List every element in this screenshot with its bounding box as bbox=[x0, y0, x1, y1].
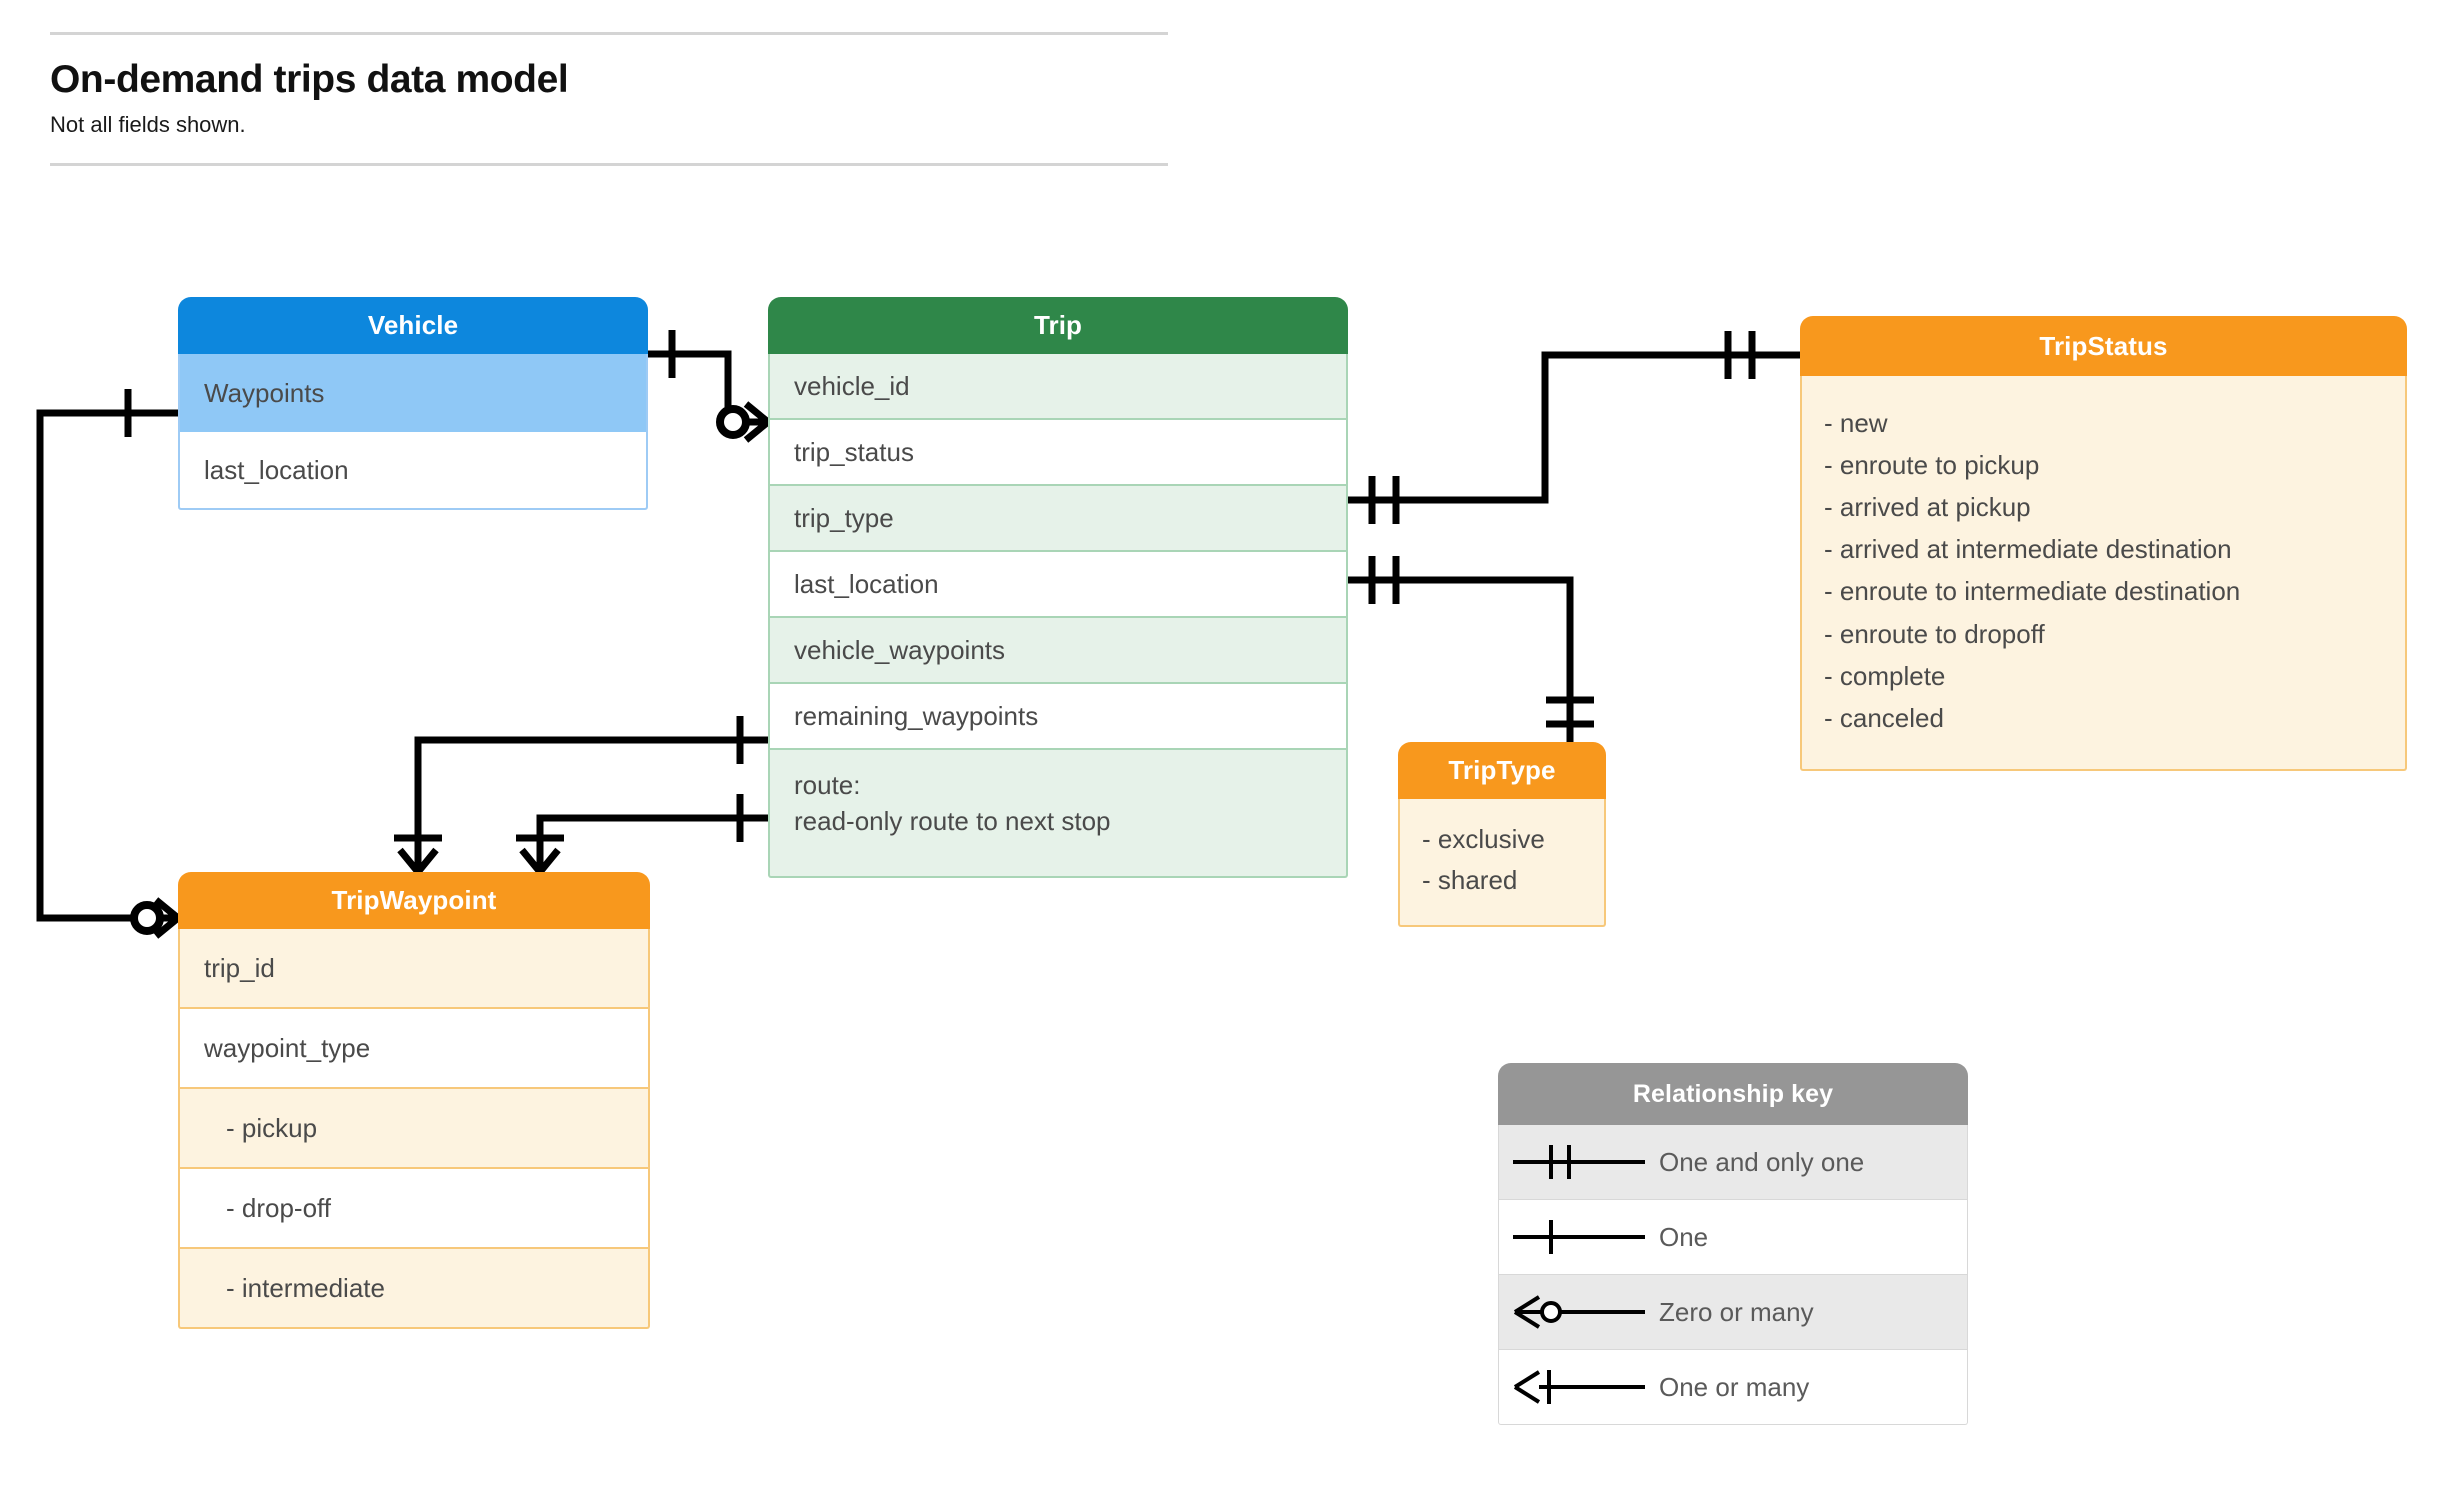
wire-vehicle-waypoints-to-tripwaypoint bbox=[36, 409, 178, 922]
field-tripwaypoint-trip-id[interactable]: trip_id bbox=[178, 929, 650, 1009]
relationship-key-legend: Relationship key One and only one One bbox=[1498, 1063, 1968, 1425]
field-vehicle-waypoints[interactable]: Waypoints bbox=[178, 354, 648, 432]
list-item: - new bbox=[1824, 408, 1888, 438]
list-item: - enroute to pickup bbox=[1824, 450, 2040, 481]
field-trip-trip-type[interactable]: trip_type bbox=[768, 486, 1348, 552]
list-item: - arrived at pickup bbox=[1824, 492, 2031, 523]
entity-trip-status-values: - new - enroute to pickup - arrived at p… bbox=[1800, 376, 2407, 771]
legend-label: Zero or many bbox=[1659, 1296, 1814, 1327]
legend-label: One bbox=[1659, 1221, 1709, 1252]
list-item: - intermediate bbox=[178, 1249, 650, 1329]
list-item: - enroute to dropoff bbox=[1824, 618, 2045, 649]
entity-trip-status-title: TripStatus bbox=[1800, 316, 2407, 376]
entity-trip[interactable]: Trip vehicle_id trip_status trip_type la… bbox=[768, 297, 1348, 878]
entity-trip-type-values: - exclusive - shared bbox=[1398, 799, 1606, 928]
entity-trip-waypoint-title: TripWaypoint bbox=[178, 872, 650, 929]
wire-vehicle-to-trip bbox=[648, 350, 768, 426]
entity-vehicle[interactable]: Vehicle Waypoints last_location bbox=[178, 297, 648, 510]
wire-remaining-waypoints bbox=[536, 814, 768, 872]
field-trip-route-label: route: bbox=[794, 770, 861, 800]
entity-trip-waypoint[interactable]: TripWaypoint trip_id waypoint_type - pic… bbox=[178, 872, 650, 1329]
field-trip-trip-status[interactable]: trip_status bbox=[768, 420, 1348, 486]
wire-vehicle-waypoints bbox=[414, 736, 768, 872]
list-item: - pickup bbox=[178, 1089, 650, 1169]
one-or-many-icon bbox=[1499, 1364, 1659, 1410]
entity-trip-title: Trip bbox=[768, 297, 1348, 354]
zero-or-many-icon bbox=[1499, 1289, 1659, 1335]
entity-trip-type[interactable]: TripType - exclusive - shared bbox=[1398, 742, 1606, 928]
list-item: - enroute to intermediate destination bbox=[1824, 576, 2241, 607]
page-header: On-demand trips data model Not all field… bbox=[50, 32, 1168, 167]
legend-row-zero-or-many: Zero or many bbox=[1498, 1275, 1968, 1350]
page-title: On-demand trips data model bbox=[50, 58, 569, 101]
legend-row-one-and-only-one: One and only one bbox=[1498, 1125, 1968, 1200]
legend-row-one: One bbox=[1498, 1200, 1968, 1275]
one-and-only-one-icon bbox=[1499, 1139, 1659, 1185]
field-trip-remaining-waypoints[interactable]: remaining_waypoints bbox=[768, 684, 1348, 750]
legend-label: One or many bbox=[1659, 1371, 1810, 1402]
field-trip-vehicle-waypoints[interactable]: vehicle_waypoints bbox=[768, 618, 1348, 684]
entity-trip-status[interactable]: TripStatus - new - enroute to pickup - a… bbox=[1800, 316, 2407, 771]
page-subtitle: Not all fields shown. bbox=[50, 111, 246, 137]
field-trip-route[interactable]: route: read-only route to next stop bbox=[768, 750, 1348, 878]
field-vehicle-last-location[interactable]: last_location bbox=[178, 432, 648, 510]
list-item: - exclusive bbox=[1422, 824, 1545, 854]
field-trip-last-location[interactable]: last_location bbox=[768, 552, 1348, 618]
header-divider-bottom bbox=[50, 163, 1168, 167]
field-trip-route-description: read-only route to next stop bbox=[794, 805, 1111, 836]
one-icon bbox=[1499, 1214, 1659, 1260]
header-divider-top bbox=[50, 32, 1168, 35]
list-item: - shared bbox=[1422, 865, 1518, 896]
field-trip-vehicle-id[interactable]: vehicle_id bbox=[768, 354, 1348, 420]
list-item: - drop-off bbox=[178, 1169, 650, 1249]
wire-trip-status bbox=[1348, 351, 1800, 504]
entity-vehicle-title: Vehicle bbox=[178, 297, 648, 354]
list-item: - complete bbox=[1824, 660, 1946, 691]
list-item: - arrived at intermediate destination bbox=[1824, 534, 2232, 565]
relationship-key-title: Relationship key bbox=[1498, 1063, 1968, 1125]
wire-trip-type bbox=[1348, 576, 1574, 742]
entity-trip-type-title: TripType bbox=[1398, 742, 1606, 799]
legend-label: One and only one bbox=[1659, 1146, 1865, 1177]
field-tripwaypoint-waypoint-type[interactable]: waypoint_type bbox=[178, 1009, 650, 1089]
list-item: - canceled bbox=[1824, 702, 1944, 733]
legend-row-one-or-many: One or many bbox=[1498, 1350, 1968, 1425]
